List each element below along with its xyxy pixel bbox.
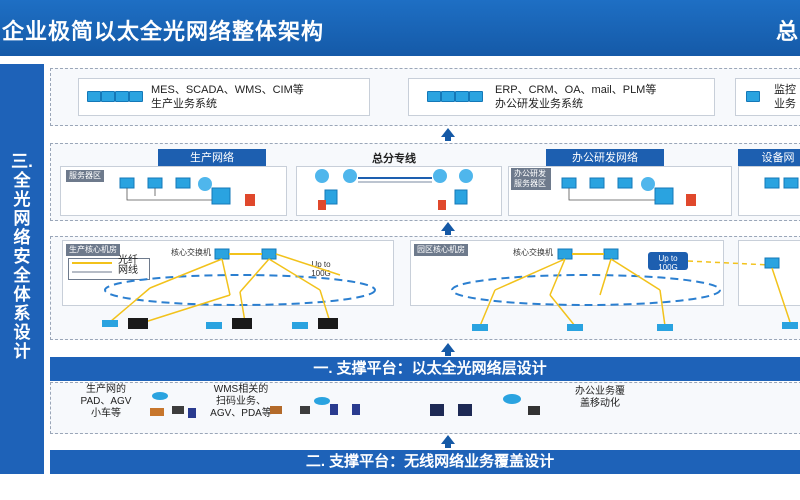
office-server-tag: 办公研发服务器区 — [511, 168, 551, 190]
production-server-tag: 服务器区 — [66, 170, 104, 182]
page-title: 企业极简以太全光网络整体架构 — [2, 19, 325, 44]
fiber-legend-label: 光纤 网线 — [118, 255, 138, 276]
cloud-icon — [198, 177, 212, 191]
firewall-icon — [318, 200, 326, 210]
device-icon — [128, 318, 148, 329]
device-servers — [764, 177, 799, 189]
server-icon — [746, 91, 760, 102]
device-icon — [318, 318, 338, 329]
cloud-icon — [315, 169, 329, 183]
access-switch-icon — [657, 324, 673, 331]
dedicated-line-drawing — [315, 169, 473, 210]
office-apps-line1: ERP、CRM、OA、mail、PLM等 — [495, 84, 657, 96]
tablet-icon — [528, 406, 540, 415]
access-switch-icon — [292, 322, 308, 329]
pda-icon — [330, 404, 338, 415]
title-bar: 企业极简以太全光网络整体架构 总 — [0, 0, 800, 56]
pda-icon — [352, 404, 360, 415]
office-apps-line2: 办公研发业务系统 — [495, 98, 583, 110]
desktop-icon — [458, 404, 472, 416]
production-core-switch-label: 核心交换机 — [171, 248, 211, 257]
up-arrow-icon — [441, 343, 455, 356]
switch-icon — [589, 177, 605, 189]
switch-icon — [175, 177, 191, 189]
switch-icon — [783, 177, 799, 189]
server-stack-icon — [654, 187, 674, 205]
security-design-label: 三.全光网络安全体系设计 — [11, 152, 33, 361]
desktop-icon — [430, 404, 444, 416]
firewall-icon — [245, 194, 255, 206]
server-stack-icon — [324, 189, 338, 205]
production-apps-line1: MES、SCADA、WMS、CIM等 — [151, 84, 304, 96]
server-icon — [427, 91, 441, 102]
up-arrow-icon — [441, 222, 455, 235]
device-icon — [232, 318, 252, 329]
access-switch-icon — [206, 322, 222, 329]
server-icon — [469, 91, 483, 102]
device-network-label: 设备网 — [738, 149, 800, 167]
server-icon — [441, 91, 455, 102]
production-apps-box: MES、SCADA、WMS、CIM等 生产业务系统 — [78, 78, 370, 116]
firewall-icon — [686, 194, 696, 206]
server-stack-icon — [454, 189, 468, 205]
production-terminals-label: 生产网的PAD、AGV小车等 — [80, 384, 132, 419]
wireless-ap-icon — [314, 397, 330, 405]
wms-terminals-label: WMS相关的扫码业务、AGV、PDA等 — [210, 384, 272, 419]
production-ring — [104, 274, 376, 306]
access-switch-icon — [567, 324, 583, 331]
wireless-ap-icon — [152, 392, 168, 400]
campus-core-switch-label: 核心交换机 — [513, 248, 553, 257]
agv-icon — [150, 408, 164, 416]
up-arrow-icon — [441, 128, 455, 141]
office-terminals-label: 办公业务覆盖移动化 — [575, 386, 625, 409]
cloud-icon — [343, 169, 357, 183]
production-servers — [119, 177, 255, 206]
ethernet-platform-band: 一. 支撑平台：以太全光网络层设计 — [50, 357, 800, 381]
scanner-icon — [300, 406, 310, 414]
server-icon — [129, 91, 143, 102]
monitor-apps-line1: 监控 — [774, 84, 796, 96]
cloud-icon — [433, 169, 447, 183]
office-servers — [561, 177, 696, 206]
production-apps-line2: 生产业务系统 — [151, 98, 217, 110]
campus-uplink-badge — [648, 252, 688, 270]
cloud-icon — [459, 169, 473, 183]
server-icon — [87, 91, 101, 102]
device-server-area — [738, 166, 800, 216]
access-switch-icon — [102, 320, 118, 327]
production-core-tag: 生产核心机房 — [66, 244, 120, 256]
office-apps-box: ERP、CRM、OA、mail、PLM等 办公研发业务系统 — [408, 78, 715, 116]
monitor-apps-line2: 业务 — [774, 98, 796, 110]
wireless-platform-band: 二. 支撑平台：无线网络业务覆盖设计 — [50, 450, 800, 474]
pad-icon — [188, 408, 196, 418]
switch-icon — [764, 177, 780, 189]
campus-core-tag: 园区核心机房 — [414, 244, 468, 256]
monitor-apps-box: 监控 业务 — [735, 78, 800, 116]
server-icon — [101, 91, 115, 102]
device-core-area — [738, 240, 800, 306]
access-switch-icon — [782, 322, 798, 329]
page-title-right: 总 — [775, 19, 798, 44]
security-design-panel: 三.全光网络安全体系设计 — [0, 64, 44, 474]
scanner-icon — [172, 406, 184, 414]
server-icon — [455, 91, 469, 102]
campus-ring — [451, 274, 721, 306]
up-arrow-icon — [441, 435, 455, 448]
office-network-label: 办公研发网络 — [546, 149, 664, 167]
access-switch-icon — [472, 324, 488, 331]
firewall-icon — [438, 200, 446, 210]
switch-icon — [617, 177, 633, 189]
campus-uplink-label: Up to 100G — [658, 254, 678, 272]
dedicated-line-label: 总分专线 — [372, 153, 416, 165]
server-stack-icon — [211, 187, 231, 205]
production-network-label: 生产网络 — [158, 149, 266, 167]
server-icon — [115, 91, 129, 102]
cloud-icon — [641, 177, 655, 191]
wireless-ap-icon — [503, 394, 521, 404]
agv-icon — [270, 406, 282, 414]
